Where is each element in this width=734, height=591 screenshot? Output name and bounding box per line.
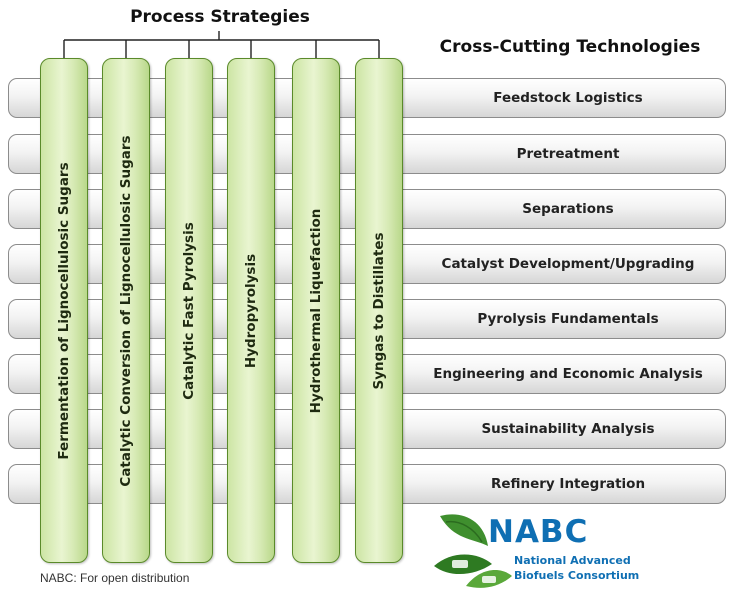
logo-acronym: NABC: [488, 514, 589, 550]
process-label-syngas: Syngas to Distillates: [371, 231, 387, 390]
process-column-syngas: Syngas to Distillates: [355, 58, 403, 563]
process-bracket: [63, 31, 380, 58]
process-strategies-title: Process Strategies: [130, 7, 310, 27]
process-label-catalytic-conversion: Catalytic Conversion of Lignocellulosic …: [118, 134, 134, 487]
cross-label-catalyst: Catalyst Development/Upgrading: [441, 256, 695, 272]
process-label-catalytic-fast-pyrolysis: Catalytic Fast Pyrolysis: [181, 221, 197, 400]
cross-label-refinery: Refinery Integration: [490, 476, 646, 492]
cross-label-separations: Separations: [522, 201, 614, 217]
cross-cutting-title: Cross-Cutting Technologies: [439, 37, 701, 57]
nabc-logo-icon: [434, 514, 512, 588]
cross-label-engineering: Engineering and Economic Analysis: [433, 366, 703, 382]
process-column-catalytic-fast-pyrolysis: Catalytic Fast Pyrolysis: [165, 58, 213, 563]
process-label-hydropyrolysis: Hydropyrolysis: [243, 253, 259, 368]
process-column-fermentation: Fermentation of Lignocellulosic Sugars: [40, 58, 88, 563]
cross-label-sustainability: Sustainability Analysis: [481, 421, 655, 437]
process-column-hydrothermal: Hydrothermal Liquefaction: [292, 58, 340, 563]
cross-label-feedstock: Feedstock Logistics: [493, 90, 643, 106]
process-label-fermentation: Fermentation of Lignocellulosic Sugars: [56, 161, 72, 460]
cross-label-pretreatment: Pretreatment: [516, 146, 620, 162]
cross-label-pyrolysis: Pyrolysis Fundamentals: [477, 311, 659, 327]
logo-line-2: Biofuels Consortium: [514, 569, 640, 582]
process-label-hydrothermal: Hydrothermal Liquefaction: [308, 208, 324, 413]
logo-line-1: National Advanced: [514, 554, 631, 567]
footer-note: NABC: For open distribution: [40, 571, 190, 585]
process-column-catalytic-conversion: Catalytic Conversion of Lignocellulosic …: [102, 58, 150, 563]
process-column-hydropyrolysis: Hydropyrolysis: [227, 58, 275, 563]
